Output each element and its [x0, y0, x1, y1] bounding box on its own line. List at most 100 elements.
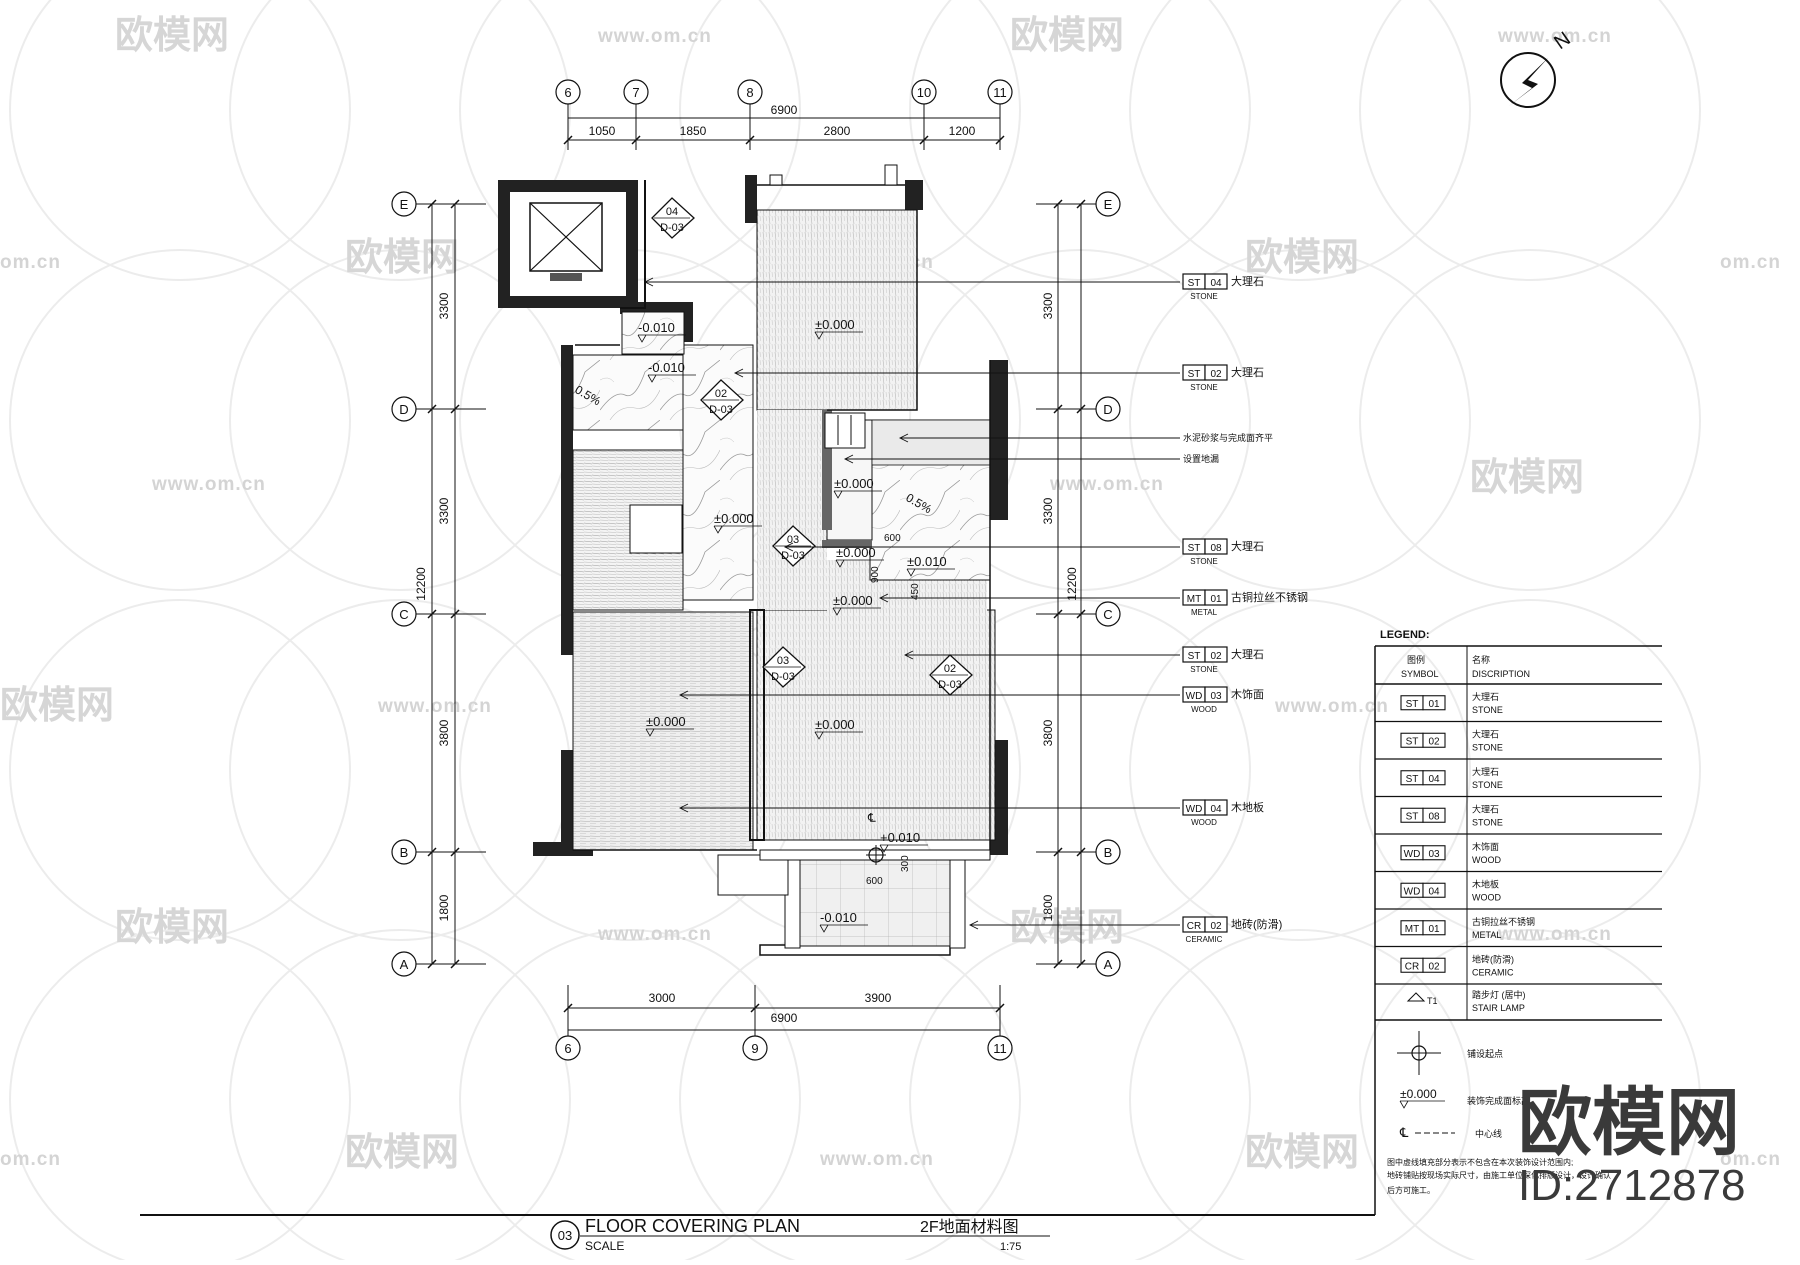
north-arrow-needle-icon [1509, 58, 1548, 106]
level-text: +0.010 [880, 830, 920, 845]
dim-text: 6900 [771, 1011, 798, 1025]
callout-num-box [1204, 799, 1228, 816]
callout-cn: 大理石 [1231, 647, 1264, 661]
callout-num-box [1204, 273, 1228, 290]
level-marker-icon [819, 924, 829, 933]
grid-label: B [400, 845, 409, 860]
callout-num-box [1204, 646, 1228, 663]
legend-num-box [1422, 882, 1446, 898]
level-text: ±0.000 [714, 511, 754, 526]
callout-en: STONE [1190, 383, 1217, 392]
watermark-url-text: www.om.cn [1049, 474, 1164, 495]
dim-tick [427, 847, 437, 857]
callout-num: 04 [1210, 804, 1222, 815]
watermark-arc [1359, 599, 1701, 941]
wall [620, 302, 693, 314]
legend-cn: 木饰面 [1472, 841, 1499, 852]
dim-text: 1850 [680, 124, 707, 138]
legend-num-box [1422, 920, 1446, 936]
section-ref: D-03 [660, 222, 684, 234]
legend-num: 04 [1428, 886, 1440, 897]
watermark-brand-text: 欧模网 [1470, 455, 1584, 499]
dim-text: 3000 [649, 991, 676, 1005]
balcony-ledge [717, 854, 789, 896]
callout-code: ST [1188, 278, 1201, 289]
dim-tick [1053, 199, 1063, 209]
wood-floor-center [757, 410, 827, 610]
dim-tick [1076, 609, 1086, 619]
watermark-brand-text: 欧模网 [1010, 905, 1124, 949]
dim-text: 1800 [1041, 894, 1055, 921]
legend-num: 02 [1428, 736, 1440, 747]
level-text: ±0.000 [833, 593, 873, 608]
watermark-url-text: om.cn [1720, 252, 1781, 273]
level-marker-icon [879, 844, 889, 853]
watermark-url-text: om.cn [0, 252, 61, 273]
callout-en: WOOD [1191, 818, 1217, 827]
dim-tick [1076, 847, 1086, 857]
grid-label: E [400, 197, 409, 212]
watermark-url-text: www.om.cn [151, 474, 266, 495]
legend-cn: 大理石 [1472, 766, 1499, 777]
legend-header: DISCRIPTION [1472, 669, 1530, 679]
watermark-arc [1359, 0, 1701, 281]
dim-text: 3800 [437, 719, 451, 746]
wall [561, 345, 573, 655]
level-marker-icon [835, 559, 845, 568]
legend-cn: 大理石 [1472, 728, 1499, 739]
elevator-x [529, 202, 603, 272]
grid-label: 8 [746, 85, 753, 100]
legend-en: STONE [1472, 817, 1503, 827]
watermark-arc [909, 929, 1251, 1265]
section-ref: D-03 [771, 671, 795, 683]
watermark-brand-text: 欧模网 [1245, 1130, 1359, 1174]
wall [905, 180, 923, 210]
watermark-url-text: www.om.cn [819, 1149, 934, 1170]
watermark-arc [229, 0, 571, 281]
legend-note: 地砖铺贴按现场实际尺寸，由施工单位深化排版设计，设计确认 [1387, 1170, 1611, 1180]
level-marker-icon [645, 728, 655, 737]
grid-label: 9 [751, 1041, 758, 1056]
watermark-url-text: www.om.cn [1274, 696, 1389, 717]
callout-arrow-icon [878, 593, 889, 603]
door-frame [749, 609, 765, 841]
legend-cn: 古铜拉丝不锈钢 [1472, 916, 1535, 927]
dim-tick [750, 1003, 760, 1013]
dim-text: 3800 [1041, 719, 1055, 746]
dim-tick [745, 135, 755, 145]
section-ref: D-03 [938, 679, 962, 691]
centerline-icon: ℄ [1399, 1125, 1409, 1140]
callout-arrow-icon [643, 277, 654, 287]
watermark-arc [909, 0, 1251, 281]
dim-tick [450, 847, 460, 857]
centerline-icon: ℄ [867, 811, 876, 825]
watermark-brand-text: 欧模网 [345, 1130, 459, 1174]
watermark-url-text: www.om.cn [1497, 26, 1612, 47]
marble-shower [621, 311, 685, 355]
grid-label: C [399, 607, 408, 622]
stair-lamp-icon [1406, 992, 1426, 1002]
grid-bubble [623, 79, 649, 105]
legend-code: ST [1406, 736, 1419, 747]
callout-en: CERAMIC [1186, 935, 1223, 944]
callout-note: 设置地漏 [1183, 453, 1219, 464]
grid-label: 7 [632, 85, 639, 100]
annotation-layer: ±0.000-0.010-0.010±0.000±0.000±0.000±0.0… [573, 197, 973, 933]
marble-bath [572, 354, 684, 431]
dim-tick [919, 135, 929, 145]
elevator-door [550, 273, 582, 281]
level-text: ±0.010 [907, 554, 947, 569]
legend-header: SYMBOL [1401, 669, 1439, 679]
cabinet [824, 412, 866, 449]
legend-num: 01 [1428, 924, 1440, 935]
level-text: -0.010 [648, 360, 685, 375]
dim-tick [450, 404, 460, 414]
watermark-url-text: www.om.cn [597, 26, 712, 47]
legend-code: ST [1406, 774, 1419, 785]
dim-text: 3300 [1041, 292, 1055, 319]
legend-sym-text: 装饰完成面标高 [1467, 1095, 1530, 1106]
balcony-tile [799, 857, 951, 947]
